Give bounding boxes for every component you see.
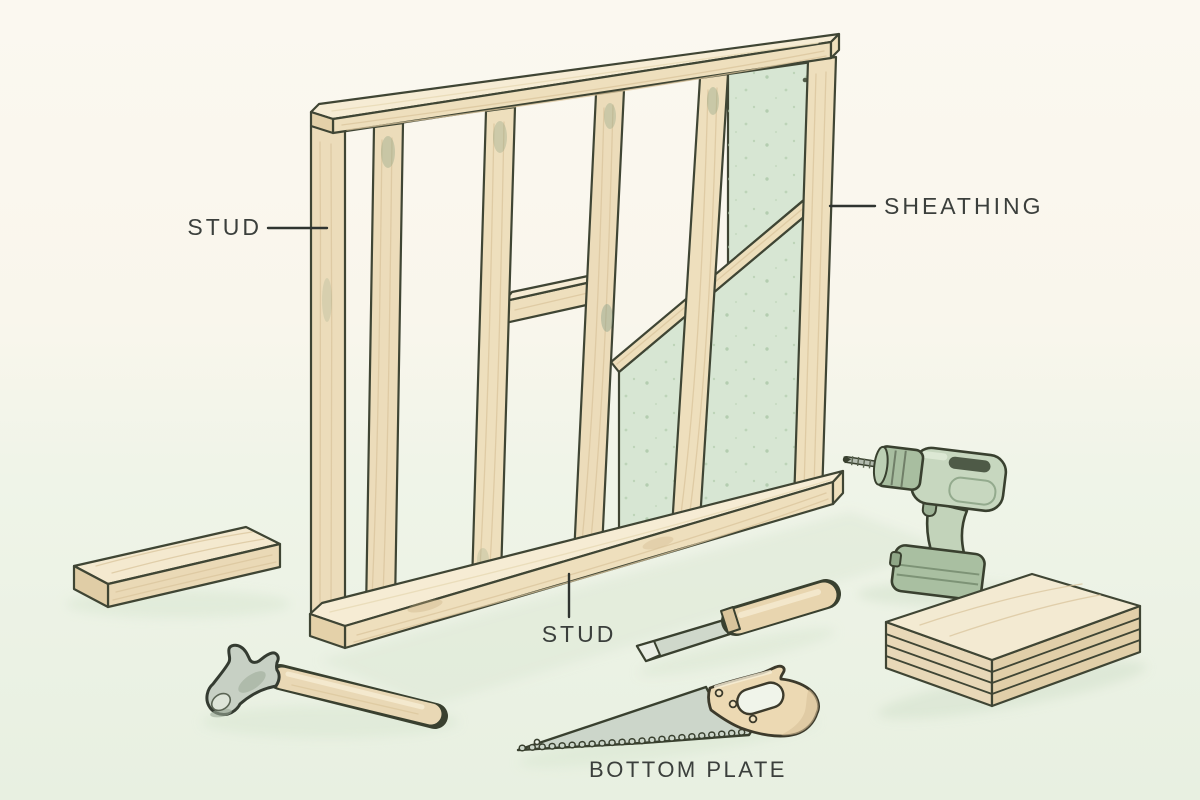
label-stud-left: STUD xyxy=(187,214,262,240)
chisel-ferrule xyxy=(720,606,741,634)
hammer-handle xyxy=(267,664,448,729)
cordless-drill-icon xyxy=(842,445,1008,602)
stud-4 xyxy=(572,88,626,558)
bottom-plate xyxy=(308,469,845,650)
label-bottom-plate: BOTTOM PLATE xyxy=(589,757,787,782)
label-sheathing: SHEATHING xyxy=(884,193,1044,219)
drill-battery xyxy=(890,544,986,602)
label-stud-bottom: STUD xyxy=(541,621,617,647)
hammer-head xyxy=(205,643,281,718)
saw-handle xyxy=(707,664,820,738)
leader-lines xyxy=(266,204,877,619)
stud-2 xyxy=(364,121,405,615)
stud-3 xyxy=(470,105,517,586)
top-plate xyxy=(309,32,841,135)
hand-saw-icon xyxy=(516,664,820,752)
plywood-stack-icon xyxy=(884,572,1142,708)
hammer-icon xyxy=(205,643,448,729)
chisel-handle xyxy=(725,582,837,634)
nail-dot xyxy=(802,77,808,83)
chisel-icon xyxy=(635,579,841,663)
sheathing-panels xyxy=(617,60,820,542)
lumber-board-icon xyxy=(72,525,282,609)
framed-wall xyxy=(308,32,845,650)
left-end-stud xyxy=(309,124,347,631)
drill-vent xyxy=(948,456,991,473)
saw-handle-hole xyxy=(736,681,785,716)
